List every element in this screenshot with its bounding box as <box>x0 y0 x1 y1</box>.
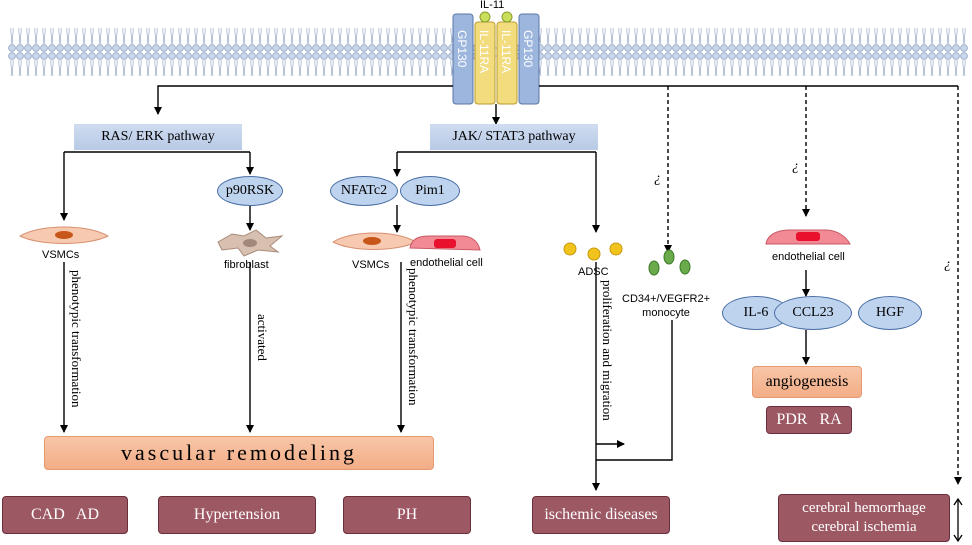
nfatc2-node: NFATc2 <box>330 176 398 206</box>
phenotypic-transformation-left: phenotypic transformation <box>69 270 84 408</box>
ccl23-node: CCL23 <box>774 296 852 330</box>
fibroblast-cell <box>217 229 284 257</box>
disease-hypertension: Hypertension <box>158 496 316 534</box>
gp130-label-right: GP130 <box>521 30 535 68</box>
il11ra-label-left: IL-11RA <box>477 30 491 74</box>
hgf-node: HGF <box>858 296 922 330</box>
adsc-label: ADSC <box>578 266 609 278</box>
pim1-node: Pim1 <box>400 176 460 206</box>
proliferation-migration-label: proliferation and migration <box>600 280 615 421</box>
phenotypic-transformation-mid: phenotypic transformation <box>406 268 421 406</box>
il11-ligand-right <box>501 11 513 23</box>
endothelial-label-mid: endothelial cell <box>410 257 483 269</box>
disease-cad-ad: CAD AD <box>2 496 128 534</box>
p90rsk-node: p90RSK <box>217 176 283 206</box>
endothelial-label-right: endothelial cell <box>772 251 845 263</box>
disease-cerebral: cerebral hemorrhage cerebral ischemia <box>778 494 950 542</box>
fibroblast-label: fibroblast <box>224 259 269 271</box>
gp130-receptor-left <box>452 13 474 105</box>
monocyte-label: CD34+/VEGFR2+ monocyte <box>622 293 711 320</box>
endothelial-cell-mid <box>409 235 481 251</box>
cerebral-hemorrhage-label: cerebral hemorrhage <box>802 500 926 517</box>
uncertain-mark-monocyte: ¿ <box>654 171 661 186</box>
vsmcs-label-left: VSMCs <box>42 249 80 261</box>
ras-erk-pathway: RAS/ ERK pathway <box>74 124 242 150</box>
vsmcs-label-mid: VSMCs <box>352 259 390 271</box>
monocyte-cells <box>648 249 691 276</box>
disease-ischemic: ischemic diseases <box>532 496 670 534</box>
disease-ph: PH <box>343 496 471 534</box>
vsmc-cell-mid <box>331 232 418 250</box>
vascular-remodeling-box: vascular remodeling <box>44 436 434 470</box>
arrow-to-ras-erk <box>154 85 453 115</box>
disease-pdr-ra: PDR RA <box>766 406 852 434</box>
jak-stat3-pathway: JAK/ STAT3 pathway <box>430 124 598 150</box>
il11-ligand-label: IL-11 <box>480 0 505 11</box>
endothelial-cell-right <box>765 229 851 245</box>
vsmc-cell-left <box>18 226 110 244</box>
uncertain-mark-endothelial: ¿ <box>792 159 799 174</box>
adsc-cells <box>563 242 623 261</box>
line-monocyte-to-ischemic <box>596 320 673 461</box>
il11ra-label-right: IL-11RA <box>499 30 513 74</box>
il11-ligand-left <box>479 11 491 23</box>
gp130-receptor-right <box>518 13 540 105</box>
activated-label: activated <box>255 314 270 361</box>
bidirectional-arrow-icon <box>953 497 963 543</box>
cerebral-ischemia-label: cerebral ischemia <box>811 519 917 535</box>
gp130-label-left: GP130 <box>455 30 469 68</box>
angiogenesis-box: angiogenesis <box>752 366 862 398</box>
uncertain-mark-cerebral: ¿ <box>944 257 951 272</box>
